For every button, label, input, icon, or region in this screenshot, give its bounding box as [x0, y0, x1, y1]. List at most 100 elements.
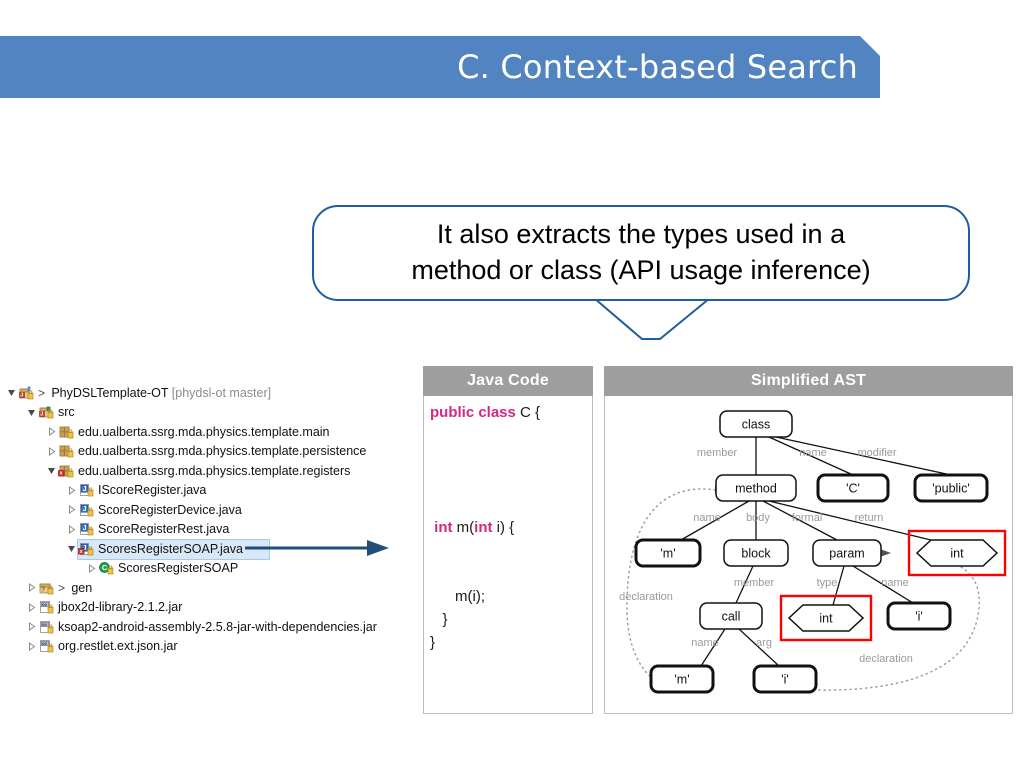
chevron-right-icon[interactable]	[66, 524, 77, 534]
svg-text:J: J	[82, 506, 86, 513]
code-line	[430, 450, 586, 473]
tree-item[interactable]: edu.ualberta.ssrg.mda.physics.template.p…	[0, 442, 400, 462]
simplified-ast-panel-header: Simplified AST	[604, 366, 1013, 396]
tree-item-label: ScoreRegisterDevice.java	[98, 503, 242, 517]
ast-edge-label: member	[697, 447, 738, 459]
flow-arrow-icon	[245, 540, 389, 556]
tree-item-name: edu.ualberta.ssrg.mda.physics.template.m…	[78, 424, 330, 439]
ast-node-label: param	[829, 547, 864, 561]
chevron-right-icon[interactable]	[66, 485, 77, 495]
package-explorer-tree[interactable]: J> PhyDSLTemplate-OT [phydsl-ot master]J…	[0, 383, 400, 663]
chevron-down-icon[interactable]	[46, 466, 57, 475]
tree-item-name: PhyDSLTemplate-OT	[51, 385, 169, 400]
ast-node: int	[779, 594, 873, 642]
ast-edge-label: member	[734, 577, 775, 589]
tree-item-label: > gen	[58, 581, 92, 595]
chevron-right-icon[interactable]	[66, 505, 77, 515]
ast-node: param	[812, 539, 882, 567]
code-line	[430, 565, 586, 588]
tree-item-name: org.restlet.ext.json.jar	[58, 639, 178, 654]
tree-item-label: IScoreRegister.java	[98, 483, 206, 497]
ast-node-label: method	[735, 482, 777, 496]
ast-node: int	[907, 529, 1007, 577]
svg-text:x: x	[59, 470, 63, 476]
ast-node-label: class	[742, 418, 770, 432]
ast-node-label: 'm'	[674, 673, 689, 687]
code-text: }	[430, 634, 436, 651]
tree-item[interactable]: J ScoreRegisterDevice.java	[0, 500, 400, 520]
tree-item[interactable]: oo org.restlet.ext.json.jar	[0, 637, 400, 657]
page-title: C. Context-based Search	[457, 48, 858, 86]
svg-text:oo: oo	[42, 641, 48, 646]
ast-node-label: int	[819, 612, 833, 626]
slide-title-banner: C. Context-based Search	[0, 36, 880, 98]
jar-icon: oo	[37, 619, 54, 635]
code-text: m(i);	[430, 588, 485, 605]
jar-icon: oo	[37, 638, 54, 654]
svg-text:x: x	[79, 549, 83, 555]
chevron-right-icon[interactable]	[86, 563, 97, 573]
ast-node: block	[723, 539, 789, 567]
tree-item-name: src	[58, 405, 75, 420]
tree-item[interactable]: J IScoreRegister.java	[0, 481, 400, 501]
chevron-down-icon[interactable]	[26, 408, 37, 417]
ast-node: method	[715, 474, 797, 502]
tree-item-label: > PhyDSLTemplate-OT [phydsl-ot master]	[38, 386, 271, 400]
ast-node: 'i'	[752, 664, 818, 694]
java-code-listing: public class C { int m(int i) { m(i); }}	[423, 396, 593, 714]
ast-node: 'm'	[649, 664, 715, 694]
tree-item-prefix: >	[38, 385, 49, 400]
callout-line-2: method or class (API usage inference)	[411, 255, 871, 285]
svg-text:oo: oo	[42, 602, 48, 607]
tree-item[interactable]: edu.ualberta.ssrg.mda.physics.template.m…	[0, 422, 400, 442]
ast-node-label: int	[950, 547, 964, 561]
java-file-icon: J	[77, 502, 94, 518]
ast-edge-label: name	[693, 512, 721, 524]
ast-node-label: call	[722, 610, 741, 624]
tree-item[interactable]: J> PhyDSLTemplate-OT [phydsl-ot master]	[0, 383, 400, 403]
chevron-right-icon[interactable]	[46, 427, 57, 437]
chevron-down-icon[interactable]	[6, 388, 17, 397]
ast-edge-label: body	[746, 512, 770, 524]
tree-item[interactable]: oo ksoap2-android-assembly-2.5.8-jar-with…	[0, 617, 400, 637]
chevron-right-icon[interactable]	[26, 602, 37, 612]
tree-item-branch-suffix: [phydsl-ot master]	[168, 385, 272, 400]
ast-edge-label: name	[691, 637, 719, 649]
ast-edge-label: declaration	[859, 653, 913, 665]
tree-item-label: edu.ualberta.ssrg.mda.physics.template.m…	[78, 425, 330, 439]
chevron-right-icon[interactable]	[46, 446, 57, 456]
code-text: }	[430, 611, 448, 628]
tree-item[interactable]: ?> gen	[0, 578, 400, 598]
java-file-icon: J	[77, 482, 94, 498]
svg-text:C: C	[101, 563, 107, 572]
package-error-icon: x	[57, 463, 74, 479]
code-line: m(i);	[430, 588, 586, 611]
chevron-right-icon[interactable]	[26, 641, 37, 651]
ast-node: 'm'	[634, 538, 702, 568]
ast-edge-label: formal	[792, 512, 823, 524]
chevron-right-icon[interactable]	[26, 622, 37, 632]
tree-item-name: ScoreRegisterRest.java	[98, 522, 230, 537]
tree-item-name: ksoap2-android-assembly-2.5.8-jar-with-d…	[58, 619, 377, 634]
ast-node-label: block	[741, 547, 771, 561]
chevron-right-icon[interactable]	[26, 583, 37, 593]
tree-item-label: ksoap2-android-assembly-2.5.8-jar-with-d…	[58, 620, 377, 634]
tree-item-label: edu.ualberta.ssrg.mda.physics.template.p…	[78, 444, 366, 458]
tree-item-label: src	[58, 405, 75, 419]
ast-node-label: 'public'	[932, 482, 969, 496]
svg-text:J: J	[40, 412, 43, 418]
chevron-down-icon[interactable]	[66, 544, 77, 553]
tree-item-label: jbox2d-library-2.1.2.jar	[58, 600, 182, 614]
tree-item[interactable]: oo jbox2d-library-2.1.2.jar	[0, 598, 400, 618]
java-code-panel: Java Code public class C { int m(int i) …	[423, 366, 593, 714]
tree-item-name: gen	[71, 580, 93, 595]
ast-node-label: 'm'	[660, 547, 675, 561]
tree-item-label: org.restlet.ext.json.jar	[58, 639, 178, 653]
